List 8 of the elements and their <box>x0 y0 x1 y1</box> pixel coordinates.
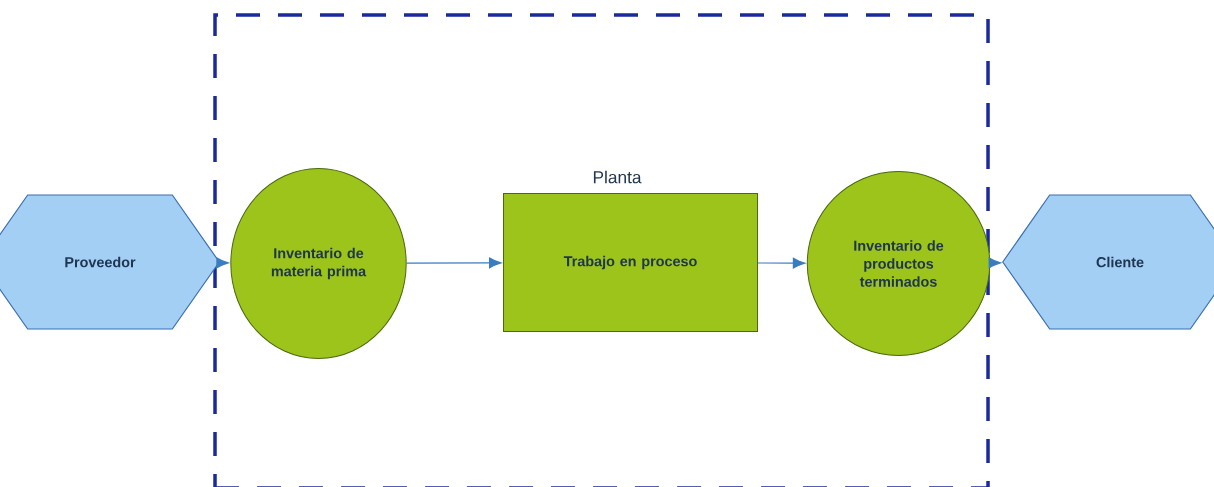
arrow <box>988 257 1001 269</box>
hexagon-node: Proveedor <box>0 194 220 330</box>
arrow <box>757 257 806 269</box>
arrow <box>406 257 502 269</box>
arrow <box>216 257 229 269</box>
hexagon-node: Cliente <box>1002 194 1214 330</box>
boundary-heading: Planta <box>593 170 642 184</box>
process-box: Trabajo en proceso <box>503 193 758 332</box>
